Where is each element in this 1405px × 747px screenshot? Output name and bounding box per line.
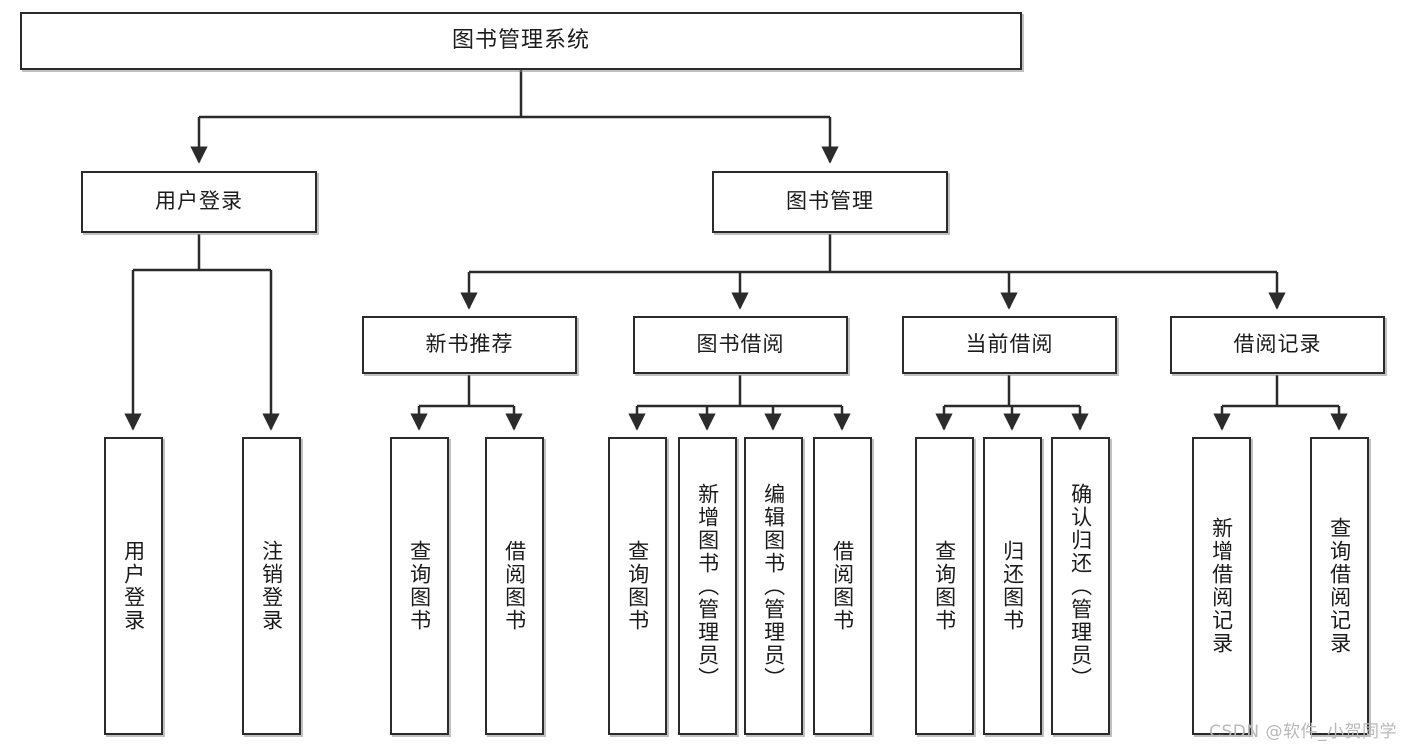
leaf-user-login-0[interactable]: 用户登录 — [104, 437, 163, 735]
node-label: 新增借阅记录 — [1209, 517, 1234, 655]
leaf-borrow-record-0[interactable]: 新增借阅记录 — [1192, 437, 1251, 735]
leaf-new-book-recommend-1[interactable]: 借阅图书 — [485, 437, 544, 735]
node-label: 注销登录 — [259, 540, 284, 632]
leaf-new-book-recommend-0[interactable]: 查询图书 — [390, 437, 449, 735]
node-label: 新书推荐 — [425, 332, 514, 357]
node-label: 图书管理系统 — [451, 27, 590, 53]
node-root-book-management-system[interactable]: 图书管理系统 — [20, 12, 1022, 70]
node-label: 当前借阅 — [965, 332, 1054, 357]
node-label: 借阅图书 — [502, 540, 527, 632]
node-label: 用户登录 — [121, 540, 146, 632]
node-label: 图书借阅 — [696, 332, 785, 357]
node-book-borrow[interactable]: 图书借阅 — [633, 316, 848, 374]
node-label: 新增图书（管理员） — [695, 482, 720, 690]
leaf-book-borrow-0[interactable]: 查询图书 — [608, 437, 667, 735]
node-book-management[interactable]: 图书管理 — [712, 171, 948, 233]
node-label: 归还图书 — [1000, 540, 1025, 632]
leaf-book-borrow-3[interactable]: 借阅图书 — [813, 437, 872, 735]
leaf-current-borrow-0[interactable]: 查询图书 — [915, 437, 974, 735]
node-label: 查询图书 — [932, 540, 957, 632]
node-new-book-recommend[interactable]: 新书推荐 — [362, 316, 577, 374]
node-label: 编辑图书（管理员） — [761, 482, 786, 690]
csdn-watermark: CSDN @软件_小贺同学 — [1209, 722, 1397, 742]
leaf-book-borrow-2[interactable]: 编辑图书（管理员） — [744, 437, 803, 735]
node-label: 借阅记录 — [1233, 332, 1322, 357]
node-label: 查询图书 — [625, 540, 650, 632]
node-label: 确认归还（管理员） — [1068, 482, 1093, 690]
node-label: 图书管理 — [786, 189, 874, 214]
leaf-current-borrow-1[interactable]: 归还图书 — [983, 437, 1042, 735]
leaf-book-borrow-1[interactable]: 新增图书（管理员） — [678, 437, 737, 735]
node-label: 查询图书 — [407, 540, 432, 632]
leaf-user-login-1[interactable]: 注销登录 — [242, 437, 301, 735]
leaf-current-borrow-2[interactable]: 确认归还（管理员） — [1051, 437, 1110, 735]
node-borrow-record[interactable]: 借阅记录 — [1170, 316, 1385, 374]
node-current-borrow[interactable]: 当前借阅 — [902, 316, 1117, 374]
node-user-login[interactable]: 用户登录 — [81, 171, 317, 233]
node-label: 借阅图书 — [830, 540, 855, 632]
node-label: 用户登录 — [155, 189, 243, 214]
leaf-borrow-record-1[interactable]: 查询借阅记录 — [1310, 437, 1369, 735]
node-label: 查询借阅记录 — [1327, 517, 1352, 655]
